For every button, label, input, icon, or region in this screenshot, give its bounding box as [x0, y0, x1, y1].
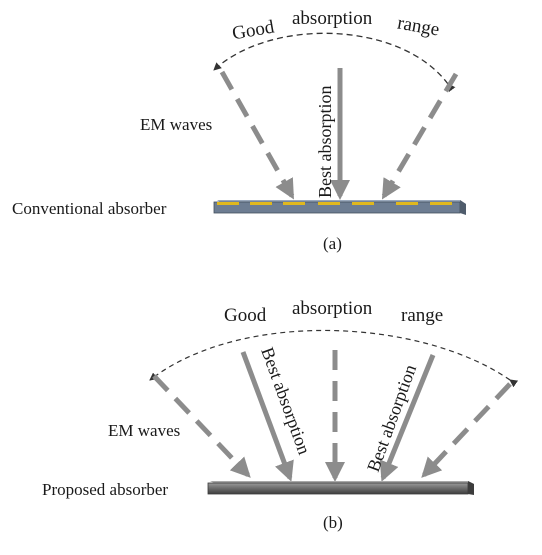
- panel-label-b: (b): [323, 513, 343, 532]
- em-wave-ray-far-right-b: [421, 382, 512, 478]
- panel-a: Good absorption range Best absorption EM…: [12, 8, 466, 253]
- best-absorption-label-left-b: Best absorption: [257, 345, 314, 458]
- arc-word-range-a: range: [396, 13, 441, 41]
- em-waves-label-b: EM waves: [108, 421, 180, 440]
- em-wave-ray-left-a: [219, 70, 295, 200]
- panel-label-a: (a): [323, 234, 342, 253]
- proposed-absorber: [207, 481, 474, 495]
- panel-b: Good absorption range Best absorption Be…: [42, 298, 519, 532]
- em-wave-ray-right-a: [381, 72, 459, 200]
- arc-word-good-b: Good: [224, 305, 267, 326]
- em-wave-ray-far-left-b: [152, 374, 251, 478]
- best-absorption-ray-left-b: [240, 351, 294, 482]
- good-range-arc-b: [149, 329, 519, 388]
- em-waves-label-a: EM waves: [140, 115, 212, 134]
- arc-word-absorption-a: absorption: [292, 8, 373, 29]
- best-absorption-ray-right-b: [379, 354, 436, 482]
- good-range-arc-a: [213, 32, 456, 92]
- conventional-absorber-label: Conventional absorber: [12, 199, 167, 218]
- arc-word-range-b: range: [401, 305, 443, 326]
- arc-word-absorption-b: absorption: [292, 298, 373, 319]
- proposed-absorber-label: Proposed absorber: [42, 480, 168, 499]
- conventional-absorber: [213, 200, 466, 215]
- best-absorption-label-a: Best absorption: [315, 86, 335, 199]
